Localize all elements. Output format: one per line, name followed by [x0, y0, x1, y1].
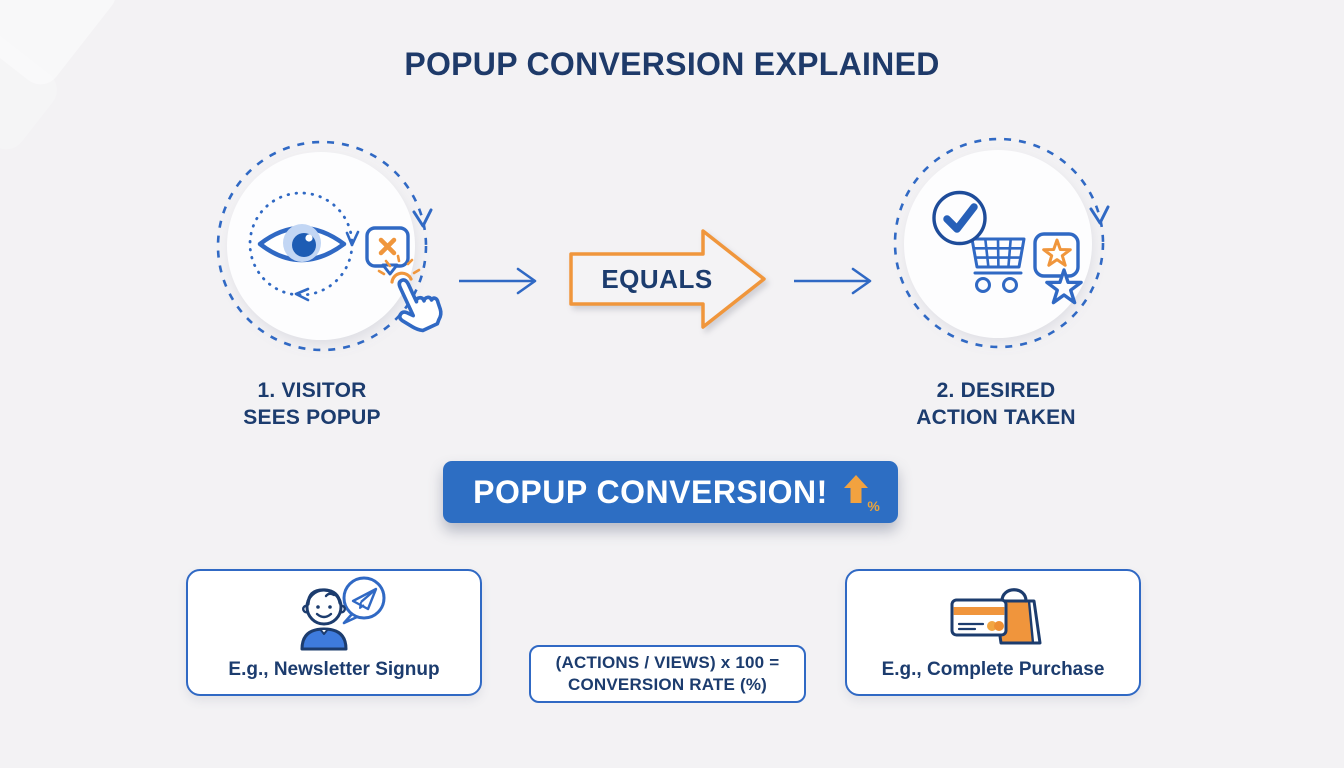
- complete-purchase-label: E.g., Complete Purchase: [881, 659, 1105, 680]
- equals-arrow: EQUALS: [568, 226, 768, 332]
- shopping-cart-icon: [961, 232, 1026, 293]
- click-burst-icon: [377, 254, 421, 284]
- visitor-sees-popup-icon: [216, 140, 443, 352]
- inner-dotted-circle-icon: [248, 191, 360, 302]
- flow-arrow-icon: [794, 267, 872, 295]
- step-1-label-line-2: SEES POPUP: [243, 406, 381, 429]
- page-title: POPUP CONVERSION EXPLAINED: [404, 46, 940, 82]
- formula-line-2: CONVERSION RATE (%): [568, 675, 767, 694]
- paper-plane-icon: [351, 587, 378, 611]
- equals-arrow-shape-icon: [569, 229, 766, 329]
- credit-card-icon: [950, 598, 1008, 637]
- newsletter-signup-label: E.g., Newsletter Signup: [228, 659, 440, 680]
- rating-star-badge-icon: [1033, 232, 1080, 278]
- rotation-dashed-circle-icon: [216, 140, 433, 352]
- step-2-label-line-2: ACTION TAKEN: [916, 406, 1076, 429]
- rotation-dashed-circle-icon: [893, 137, 1110, 349]
- step-1-label: 1. VISITOR SEES POPUP: [192, 377, 432, 431]
- checkmark-circle-icon: [932, 190, 987, 246]
- flow-arrow-icon: [459, 267, 537, 295]
- up-arrow-icon: %: [843, 475, 880, 514]
- step-2-label-line-1: 2. DESIRED: [936, 379, 1056, 402]
- blue-star-icon: [1045, 268, 1083, 305]
- complete-purchase-card: E.g., Complete Purchase: [845, 569, 1141, 696]
- percent-symbol: %: [867, 498, 880, 514]
- popup-close-icon: [365, 226, 410, 276]
- person-icon: [300, 588, 348, 651]
- equals-label: EQUALS: [601, 263, 713, 294]
- hand-cursor-icon: [397, 278, 443, 333]
- step-1-label-line-1: 1. VISITOR: [257, 379, 367, 402]
- eye-icon: [257, 224, 347, 263]
- banner-label: POPUP CONVERSION!: [473, 473, 828, 510]
- orange-star-icon: [1042, 238, 1072, 267]
- newsletter-signup-icon: [300, 576, 386, 651]
- up-arrow-glyph: [843, 475, 868, 503]
- newsletter-signup-card: E.g., Newsletter Signup: [186, 569, 482, 696]
- step-2-label: 2. DESIRED ACTION TAKEN: [876, 377, 1116, 431]
- conversion-formula-box: (ACTIONS / VIEWS) x 100 = CONVERSION RAT…: [529, 645, 806, 703]
- complete-purchase-icon: [950, 588, 1042, 645]
- formula-line-1: (ACTIONS / VIEWS) x 100 =: [555, 653, 780, 672]
- desired-action-icon: [893, 137, 1110, 349]
- speech-bubble-icon: [342, 576, 386, 625]
- popup-conversion-banner: POPUP CONVERSION! %: [443, 461, 898, 523]
